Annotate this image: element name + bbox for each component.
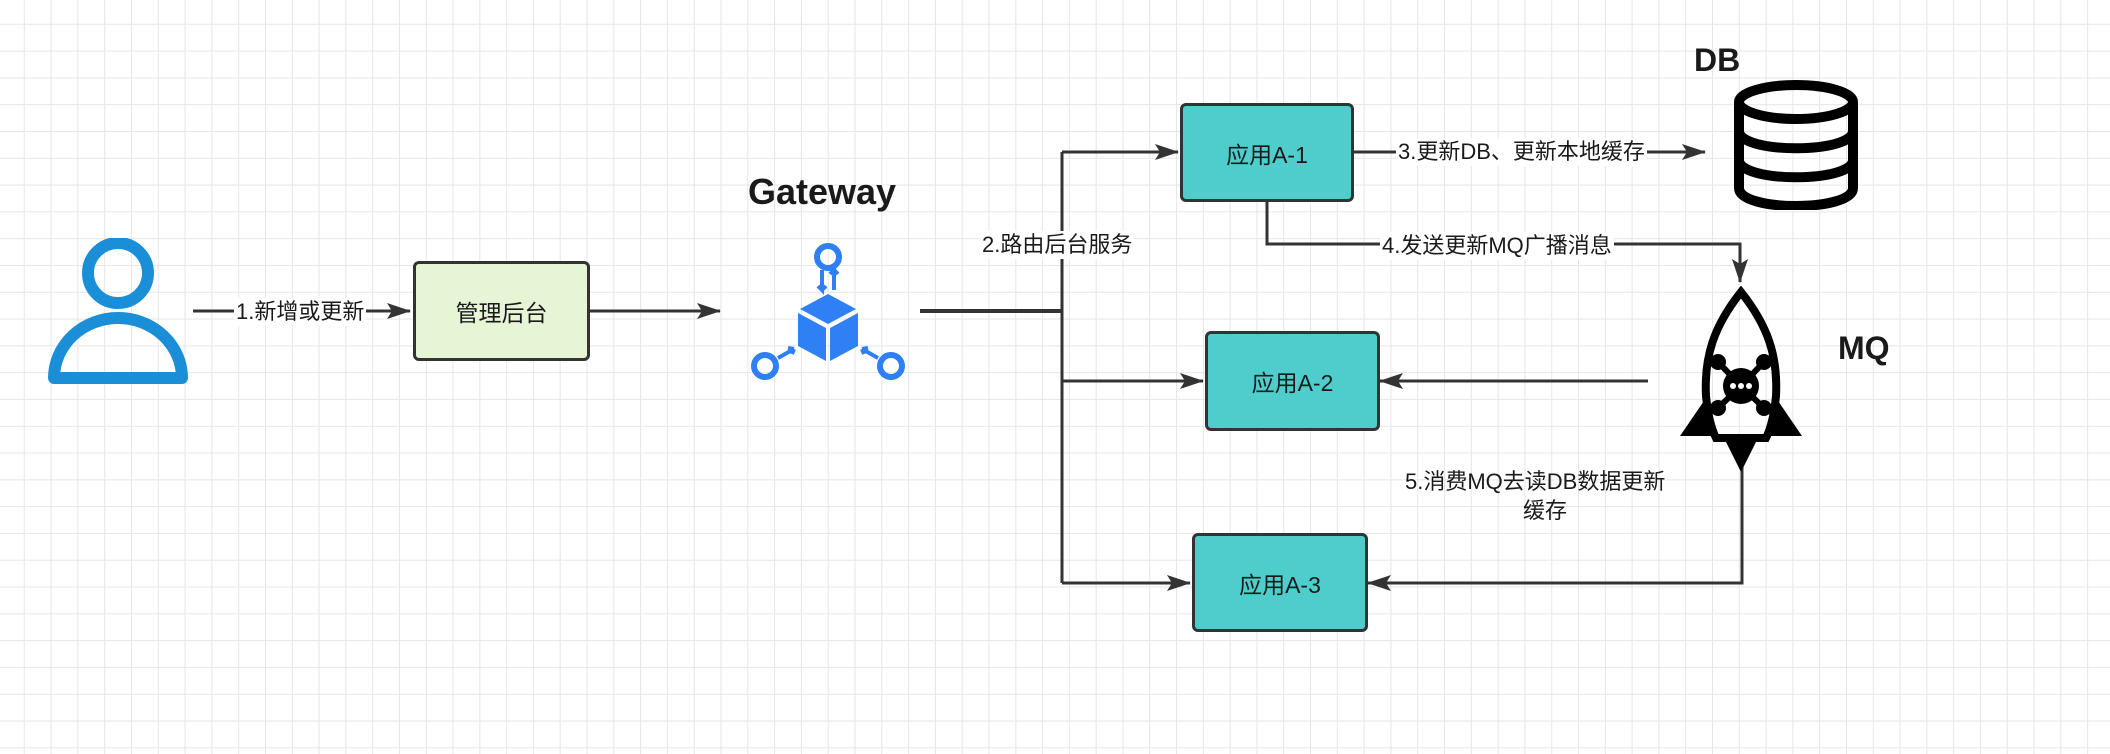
step4-label: 4.发送更新MQ广播消息 [1380,232,1614,260]
db-title: DB [1694,42,1741,78]
mq-title: MQ [1838,330,1890,366]
edge-mq-to-app3 [1367,465,1744,591]
step5-label-line2: 缓存 [1523,498,1568,523]
app-a3-label: 应用A-3 [1239,571,1321,598]
admin-backend-node[interactable]: 管理后台 [413,261,590,361]
user-icon [48,238,188,384]
step3-label: 3.更新DB、更新本地缓存 [1396,138,1647,166]
app-a2-node[interactable]: 应用A-2 [1205,331,1380,431]
step1-label: 1.新增或更新 [234,298,367,326]
app-a3-node[interactable]: 应用A-3 [1192,533,1368,632]
gateway-title: Gateway [748,171,897,212]
database-icon [1734,80,1858,210]
app-a1-label: 应用A-1 [1226,141,1308,168]
step2-label: 2.路由后台服务 [980,231,1135,259]
step5-label-line1: 5.消费MQ去读DB数据更新 [1405,469,1666,494]
gateway-cube-icon [751,243,905,380]
app-a2-label: 应用A-2 [1251,370,1334,396]
admin-backend-label: 管理后台 [455,300,548,326]
app-a1-node[interactable]: 应用A-1 [1180,103,1354,202]
rocket-icon [1680,286,1802,472]
